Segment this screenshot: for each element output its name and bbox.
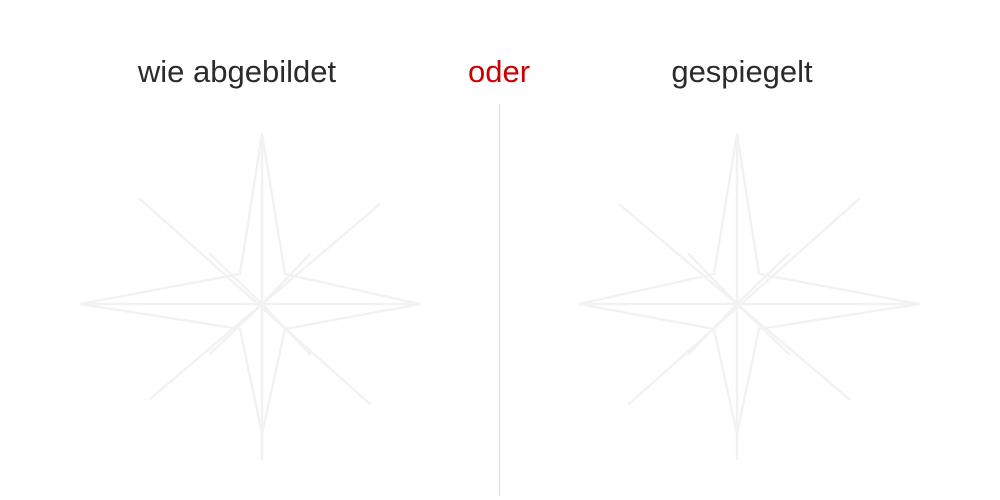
option-label-as-shown: wie abgebildet <box>137 54 337 89</box>
center-divider <box>499 104 500 496</box>
option-label-mirrored: gespiegelt <box>671 54 813 89</box>
separator-label-or: oder <box>467 54 531 89</box>
star-figure-mirrored-icon <box>577 132 921 461</box>
option-panel-mirrored[interactable] <box>500 104 999 500</box>
star-figure-icon <box>78 132 422 461</box>
option-panel-as-shown[interactable] <box>0 104 499 500</box>
